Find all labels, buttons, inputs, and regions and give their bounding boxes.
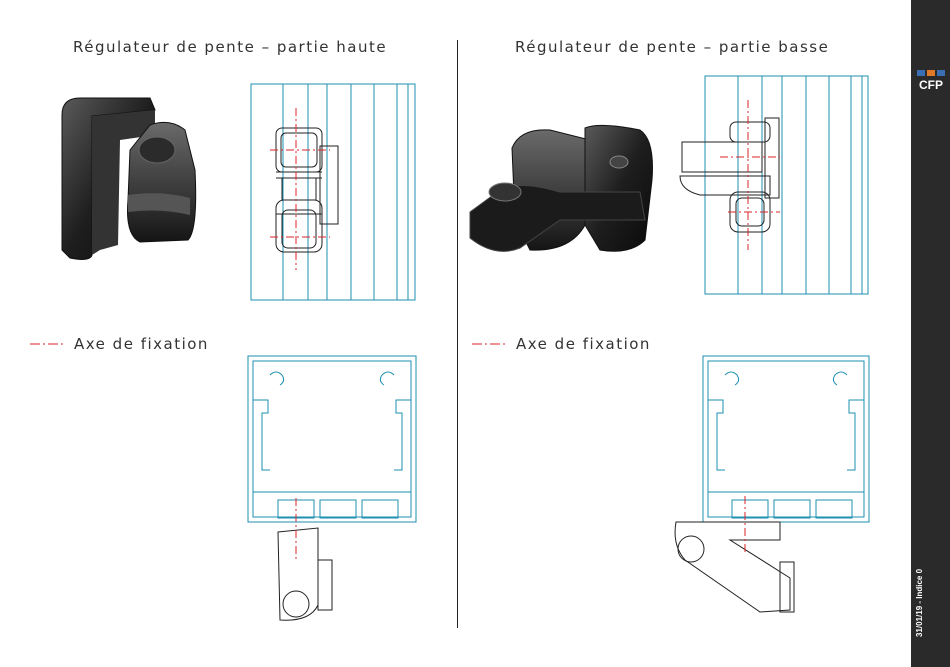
upper-profile-cross-section — [248, 356, 416, 620]
logo-square-blue — [917, 70, 925, 76]
logo-square-orange — [927, 70, 935, 76]
logo-text: CFP — [916, 78, 946, 92]
lower-profile-cross-section — [675, 356, 869, 612]
technical-drawing — [0, 0, 910, 667]
brand-sidebar: CFP 31/01/19 - Indice 0 — [911, 0, 950, 667]
logo-square-blue — [937, 70, 945, 76]
version-label: 31/01/19 - Indice 0 — [915, 569, 924, 637]
lower-part-render — [470, 125, 653, 251]
cfp-logo: CFP — [916, 70, 946, 94]
upper-part-render — [62, 98, 196, 259]
lower-profile-section — [680, 76, 868, 294]
upper-profile-section — [251, 84, 415, 300]
